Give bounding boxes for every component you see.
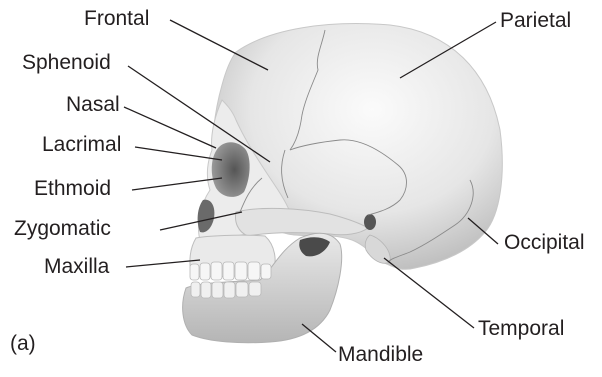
label-ethmoid: Ethmoid — [34, 178, 111, 199]
upper-teeth — [190, 262, 271, 280]
label-occipital: Occipital — [504, 232, 585, 253]
label-nasal: Nasal — [66, 94, 120, 115]
label-parietal: Parietal — [500, 10, 571, 31]
label-sphenoid: Sphenoid — [22, 52, 111, 73]
label-frontal: Frontal — [84, 8, 149, 29]
label-maxilla: Maxilla — [44, 256, 109, 277]
label-lacrimal: Lacrimal — [42, 134, 121, 155]
orbit-shape — [212, 142, 250, 197]
panel-label: (a) — [10, 333, 36, 354]
label-temporal: Temporal — [478, 318, 564, 339]
label-zygomatic: Zygomatic — [14, 218, 111, 239]
label-mandible: Mandible — [338, 344, 423, 365]
lower-teeth — [191, 282, 261, 298]
ear-canal-shape — [364, 214, 376, 230]
